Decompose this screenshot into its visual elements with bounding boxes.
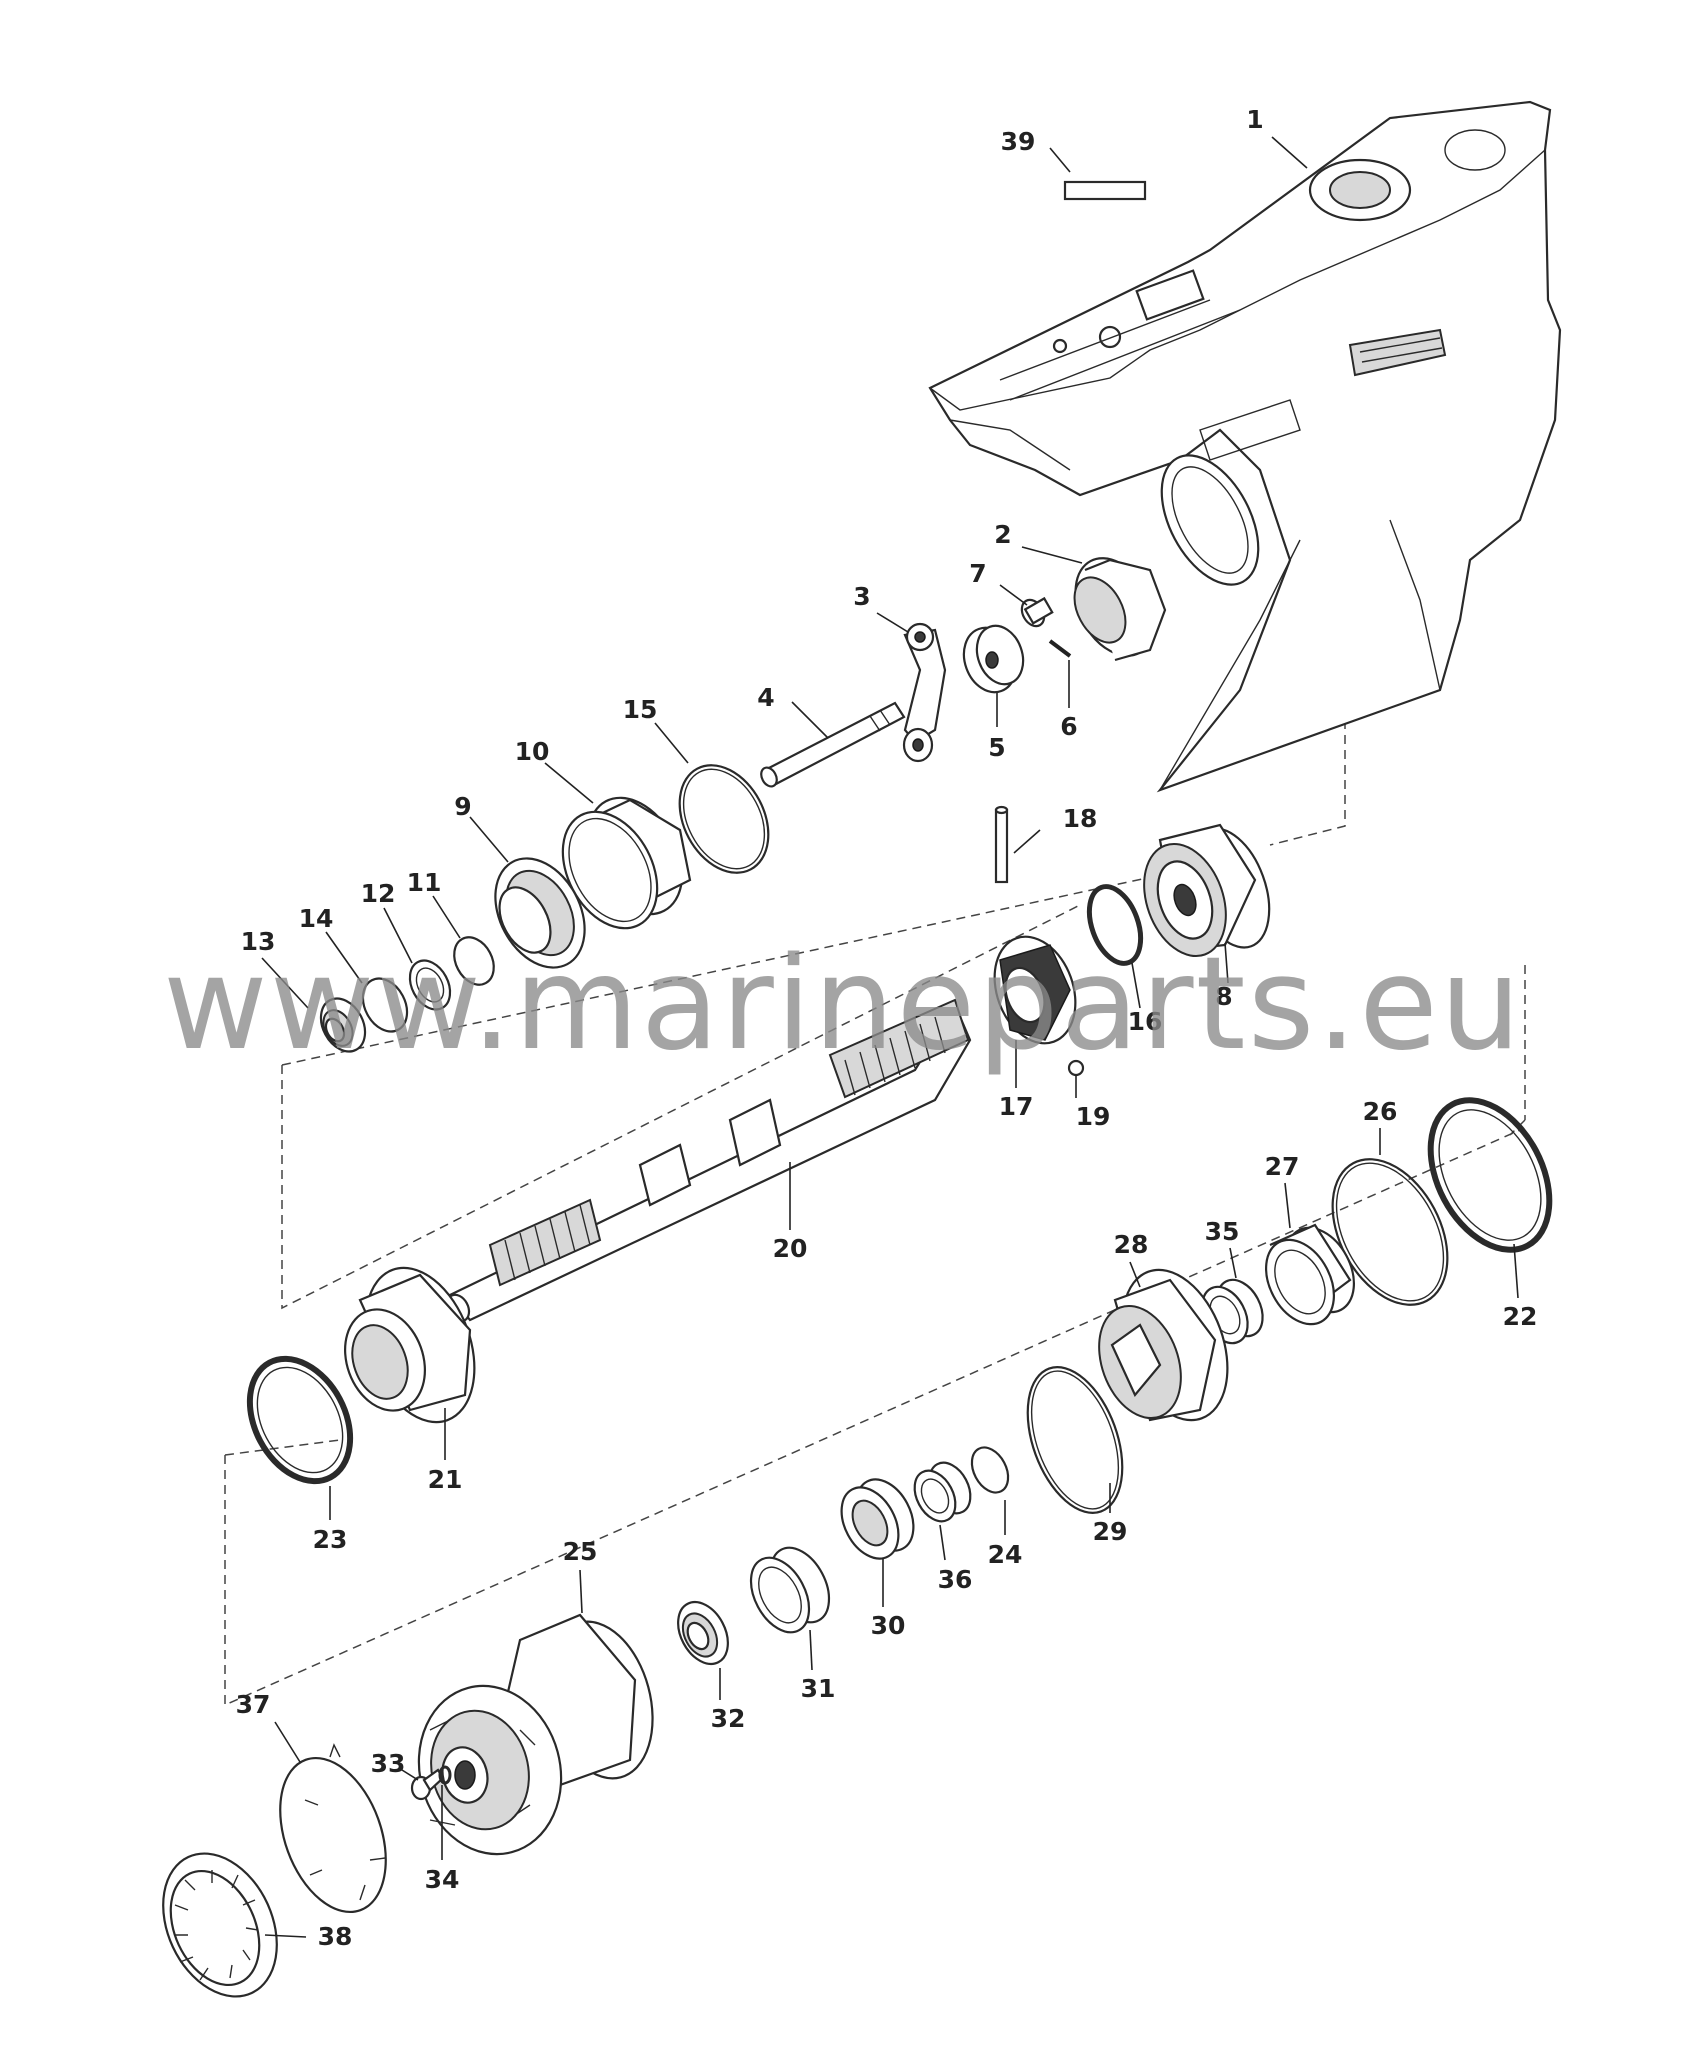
- callout-17: 17: [999, 1092, 1034, 1121]
- callout-3: 3: [853, 582, 870, 611]
- part-5-shift-cam[interactable]: [955, 619, 1031, 699]
- callout-34: 34: [425, 1865, 460, 1894]
- callout-31: 31: [801, 1674, 836, 1703]
- part-16-retaining-ring[interactable]: [1080, 880, 1151, 971]
- part-37-tab-washer[interactable]: [261, 1743, 406, 1926]
- leader-lines: [261, 136, 1519, 1938]
- part-23-thrust-washer[interactable]: [230, 1341, 370, 1498]
- callout-29: 29: [1093, 1517, 1128, 1546]
- callout-labels: 1 39 2 7 3 6 5 4 15 10 9 11 12 14 13 18 …: [236, 105, 1538, 1951]
- callout-9: 9: [454, 792, 471, 821]
- part-14-spacer[interactable]: [354, 971, 416, 1039]
- callout-33: 33: [371, 1749, 406, 1778]
- part-39-decal[interactable]: [1063, 180, 1147, 201]
- part-2-bearing-race[interactable]: [1060, 545, 1171, 670]
- assembly-guide-lines: [224, 705, 1526, 1707]
- callout-12: 12: [361, 879, 396, 908]
- callout-5: 5: [988, 733, 1005, 762]
- part-17-clutch[interactable]: [980, 925, 1089, 1054]
- callout-18: 18: [1063, 804, 1098, 833]
- callout-26: 26: [1363, 1097, 1398, 1126]
- callout-27: 27: [1265, 1152, 1300, 1181]
- callout-39: 39: [1001, 127, 1036, 156]
- part-24-retaining-ring[interactable]: [965, 1441, 1016, 1498]
- part-31-sleeve[interactable]: [739, 1538, 841, 1642]
- callout-36: 36: [938, 1565, 973, 1594]
- part-21-bearing-adaptor[interactable]: [332, 1253, 495, 1438]
- callout-10: 10: [515, 737, 550, 766]
- part-11-retaining-ring[interactable]: [446, 930, 501, 991]
- callout-2: 2: [994, 520, 1011, 549]
- callout-38: 38: [318, 1922, 353, 1951]
- part-1-gear-housing[interactable]: [928, 100, 1562, 793]
- part-22-large-ring[interactable]: [1407, 1080, 1574, 1270]
- part-10-sleeve[interactable]: [544, 782, 701, 945]
- callout-15: 15: [623, 695, 658, 724]
- callout-35: 35: [1205, 1217, 1240, 1246]
- callout-20: 20: [773, 1234, 808, 1263]
- part-4-shift-shaft[interactable]: [758, 701, 906, 789]
- part-30-seal[interactable]: [830, 1470, 925, 1569]
- callout-19: 19: [1076, 1102, 1111, 1131]
- callout-22: 22: [1503, 1302, 1538, 1331]
- part-6-pin[interactable]: [1048, 639, 1072, 658]
- callout-8: 8: [1215, 982, 1232, 1011]
- callout-11: 11: [407, 868, 442, 897]
- part-34-washer[interactable]: [438, 1765, 452, 1785]
- callout-37: 37: [236, 1690, 271, 1719]
- part-29-o-ring[interactable]: [1010, 1354, 1141, 1526]
- part-33-screw[interactable]: [410, 1768, 445, 1801]
- callout-4: 4: [757, 683, 774, 712]
- part-18-pin[interactable]: [994, 805, 1009, 884]
- watermark-text: www.marineparts.eu: [163, 930, 1523, 1079]
- callout-24: 24: [988, 1540, 1023, 1569]
- part-7-roller[interactable]: [1017, 596, 1054, 630]
- part-32-seal[interactable]: [668, 1594, 738, 1673]
- callout-25: 25: [563, 1537, 598, 1566]
- callout-16: 16: [1128, 1007, 1163, 1036]
- callout-6: 6: [1060, 712, 1077, 741]
- part-36-bearing[interactable]: [906, 1456, 978, 1529]
- callout-32: 32: [711, 1704, 746, 1733]
- callout-1: 1: [1246, 105, 1263, 134]
- callout-23: 23: [313, 1525, 348, 1554]
- callout-7: 7: [969, 559, 986, 588]
- part-25-bearing-carrier[interactable]: [400, 1610, 669, 1870]
- part-15-o-ring[interactable]: [662, 750, 786, 888]
- callout-21: 21: [428, 1465, 463, 1494]
- callout-13: 13: [241, 927, 276, 956]
- part-8-forward-gear[interactable]: [1129, 818, 1284, 968]
- part-9-bearing[interactable]: [477, 843, 602, 983]
- part-27-bearing-race[interactable]: [1252, 1216, 1367, 1336]
- callout-28: 28: [1114, 1230, 1149, 1259]
- callout-30: 30: [871, 1611, 906, 1640]
- part-12-washer[interactable]: [402, 954, 458, 1017]
- part-38-spanner-nut[interactable]: [141, 1835, 299, 2015]
- part-13-bearing[interactable]: [312, 991, 374, 1059]
- callout-14: 14: [299, 904, 334, 933]
- part-28-reverse-gear[interactable]: [1084, 1255, 1246, 1434]
- part-3-shift-lever[interactable]: [902, 622, 947, 763]
